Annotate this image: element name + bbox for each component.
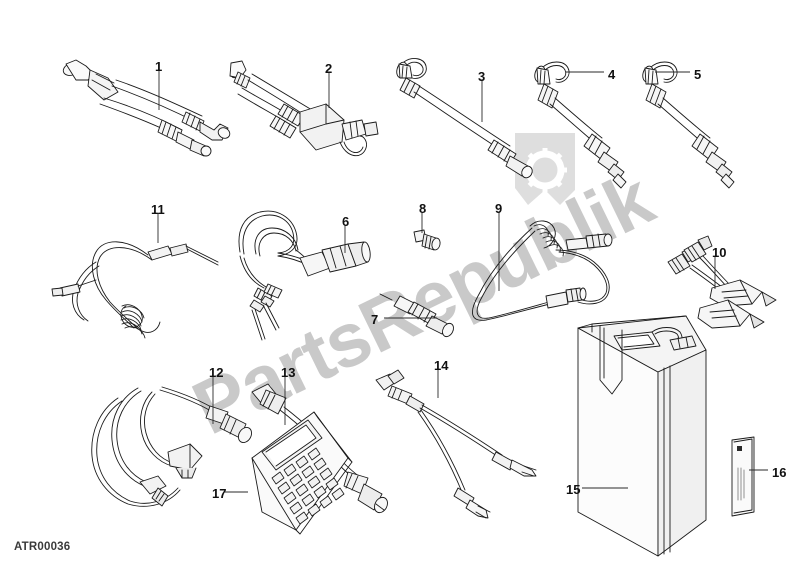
part-17-handheld-diagnostic-tester [251,411,353,535]
callout-number-5[interactable]: 5 [694,67,702,82]
gear-shield-logo [515,133,575,205]
part-10-alligator-clip-leads [667,235,777,329]
plate-code: ATR00036 [14,541,71,553]
callout-number-10[interactable]: 10 [712,245,727,260]
part-8-adapter-fitting [413,229,441,251]
part-2-pressure-hose-assembly [229,60,379,157]
callout-number-4[interactable]: 4 [608,67,616,82]
part-7-adapter-connector [379,293,454,338]
callout-number-7[interactable]: 7 [371,312,379,327]
part-16-instruction-label [731,436,755,517]
part-1-pressure-hose-assembly [62,59,231,157]
callout-number-15[interactable]: 15 [566,482,581,497]
callout-number-1[interactable]: 1 [155,59,163,74]
callout-number-14[interactable]: 14 [434,358,449,373]
part-12-harness-cable [91,386,253,507]
callout-number-3[interactable]: 3 [478,69,486,84]
part-11-probe-cable [51,241,219,339]
part-6-test-lead-cable [238,210,371,341]
part-13-adapter-cable [251,383,388,514]
callout-number-13[interactable]: 13 [281,365,296,380]
callout-number-9[interactable]: 9 [495,201,503,216]
callout-number-16[interactable]: 16 [772,465,787,480]
part-4-test-hose-probe [534,61,627,189]
callout-number-11[interactable]: 11 [151,202,165,217]
callout-number-17[interactable]: 17 [212,486,227,501]
part-14-battery-lead-cable [375,369,537,519]
part-5-test-hose-probe [642,61,735,189]
callout-number-6[interactable]: 6 [342,214,350,229]
part-15-carrying-case [577,315,707,557]
part-9-coiled-test-cable [471,220,613,321]
callout-number-8[interactable]: 8 [419,201,427,216]
callout-number-12[interactable]: 12 [209,365,224,380]
part-3-pressure-hose-assembly [396,58,533,179]
callout-number-2[interactable]: 2 [325,61,333,76]
